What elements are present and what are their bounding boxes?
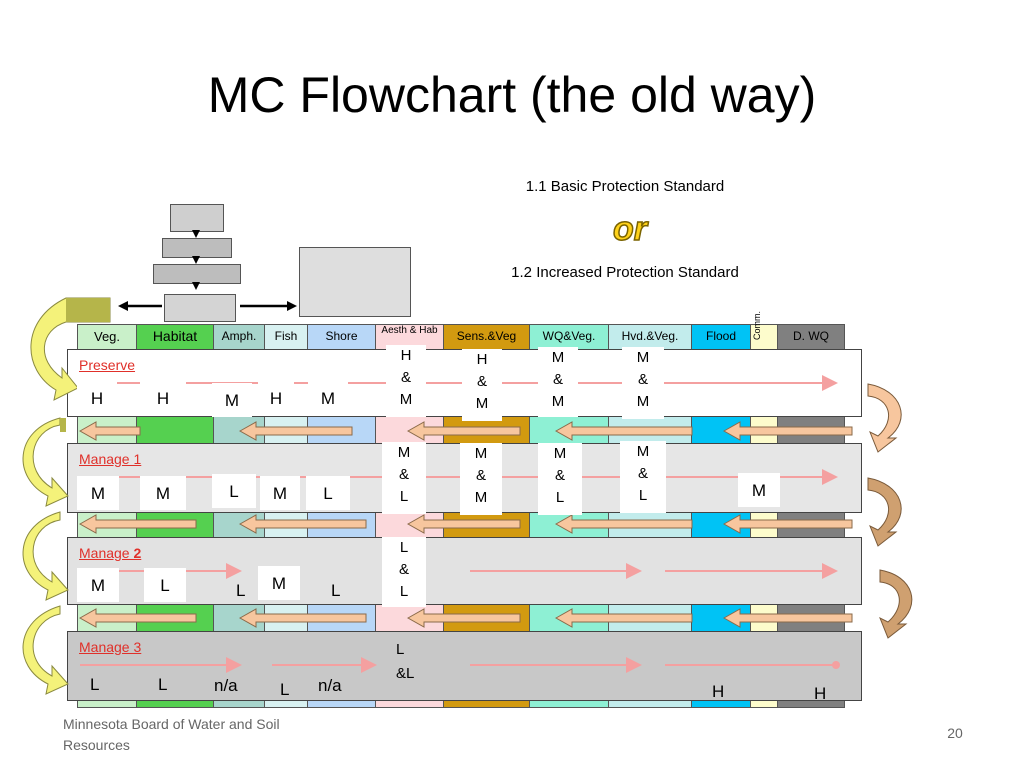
rating-stack-line: H bbox=[400, 347, 412, 364]
rating-stack-line: M bbox=[553, 445, 567, 462]
column-header-habitat: Habitat bbox=[152, 328, 198, 344]
column-header-hvd-veg: Hvd.&Veg. bbox=[621, 329, 679, 343]
rating-cell: L bbox=[144, 568, 186, 602]
rating-stack: L & L bbox=[382, 537, 426, 607]
column-header-wq-veg: WQ&Veg. bbox=[542, 329, 596, 343]
page-number: 20 bbox=[947, 725, 963, 741]
rating-stack-line: & bbox=[398, 561, 409, 578]
rating-stack: H & M bbox=[462, 349, 502, 421]
rating-cell: M bbox=[77, 476, 119, 510]
rating-stack-line: L bbox=[396, 641, 405, 658]
rating-stack-line: L bbox=[399, 539, 409, 556]
rating-cell: L bbox=[212, 474, 256, 508]
mini-box-large bbox=[299, 247, 411, 317]
rating-text: n/a bbox=[318, 676, 342, 695]
rating-stack-line: L bbox=[638, 487, 648, 504]
rating-text: L bbox=[158, 675, 168, 694]
rating-cell: H bbox=[140, 381, 186, 415]
rating-stack-line: M bbox=[551, 393, 565, 410]
rating-stack: M & L bbox=[538, 443, 582, 515]
column-header-fish: Fish bbox=[274, 329, 298, 343]
rating-text: L bbox=[90, 675, 100, 694]
rating-cell: H bbox=[258, 381, 294, 415]
rating-cell: M bbox=[260, 476, 300, 510]
rating-stack-line: M bbox=[474, 445, 488, 462]
rating-stack-line: & bbox=[475, 467, 486, 484]
rating-stack: M & L bbox=[382, 442, 426, 514]
rating-stack-line: M bbox=[397, 444, 411, 461]
rating-cell: H bbox=[77, 381, 117, 415]
rating-stack-line: M bbox=[399, 391, 413, 408]
rating-cell: M bbox=[77, 568, 119, 602]
band-label-manage-3: Manage 3 bbox=[79, 639, 142, 655]
rating-cell: M bbox=[212, 383, 252, 417]
column-header-aesth-hab: Aesth & Hab bbox=[381, 325, 438, 336]
rating-text: H bbox=[712, 682, 725, 701]
rating-text: L bbox=[331, 581, 341, 600]
rating-stack-line: & bbox=[400, 369, 411, 386]
band-label-manage-2-number: 2 bbox=[133, 545, 142, 561]
or-connector: or bbox=[612, 209, 648, 249]
rating-stack-line: M bbox=[551, 349, 565, 366]
rating-stack-line: & bbox=[476, 373, 487, 390]
return-arrows bbox=[78, 421, 853, 628]
column-header-shore: Shore bbox=[325, 329, 358, 343]
rating-stack-line: L bbox=[399, 583, 409, 600]
rating-stack-line: & bbox=[637, 371, 648, 388]
rating-stack-line: M bbox=[636, 349, 650, 366]
left-curved-arrows bbox=[22, 297, 111, 695]
rating-stack-line: M bbox=[474, 489, 488, 506]
rating-cell: M bbox=[140, 476, 186, 510]
column-header-sens-veg: Sens.&Veg bbox=[456, 329, 517, 343]
rating-stack-line: H bbox=[476, 351, 488, 368]
rating-stack-line: & bbox=[637, 465, 648, 482]
rating-stack-line: L bbox=[399, 488, 409, 505]
rating-stack: M & L bbox=[620, 441, 666, 513]
rating-text: L bbox=[280, 680, 290, 699]
rating-stack: H & M bbox=[386, 345, 426, 417]
rating-stack-line: &L bbox=[396, 665, 415, 682]
mini-box-4 bbox=[164, 294, 236, 322]
band-label-manage-2-prefix: Manage bbox=[79, 545, 134, 561]
rating-stack-line: L bbox=[555, 489, 565, 506]
band-label-preserve: Preserve bbox=[79, 357, 136, 373]
rating-text: L bbox=[236, 581, 246, 600]
column-header-flood: Flood bbox=[705, 329, 737, 343]
band-label-manage-1: Manage 1 bbox=[79, 451, 142, 467]
rating-stack-line: M bbox=[636, 393, 650, 410]
rating-stack-line: M bbox=[475, 395, 489, 412]
rating-stack-line: & bbox=[398, 466, 409, 483]
rating-cell: L bbox=[306, 476, 350, 510]
right-curved-arrows bbox=[867, 383, 913, 639]
rating-stack: M & M bbox=[460, 443, 502, 515]
increased-standard-label: 1.2 Increased Protection Standard bbox=[511, 264, 739, 281]
column-header-amph: Amph. bbox=[221, 329, 257, 343]
band-label-manage-2: Manage 2 bbox=[79, 545, 141, 561]
rating-cell: M bbox=[258, 566, 300, 600]
mini-box-1 bbox=[170, 204, 224, 232]
rating-text: n/a bbox=[214, 676, 238, 695]
column-header-dwq: D. WQ bbox=[793, 329, 829, 343]
rating-cell: M bbox=[308, 381, 348, 415]
rating-stack-line: & bbox=[554, 467, 565, 484]
left-arrow-heads bbox=[60, 298, 110, 432]
rating-stack: M & M bbox=[622, 347, 664, 419]
basic-standard-label: 1.1 Basic Protection Standard bbox=[525, 178, 725, 195]
column-header-veg: Veg. bbox=[93, 329, 121, 344]
rating-stack: M & M bbox=[538, 347, 578, 417]
footer-organization: Minnesota Board of Water and Soil Resour… bbox=[63, 716, 280, 753]
rating-text: H bbox=[814, 684, 827, 703]
slide-title: MC Flowchart (the old way) bbox=[207, 67, 817, 123]
rating-stack: L &L bbox=[396, 638, 414, 686]
rating-stack-line: M bbox=[636, 443, 650, 460]
rating-stack-line: & bbox=[552, 371, 563, 388]
rating-cell: M bbox=[738, 473, 780, 507]
